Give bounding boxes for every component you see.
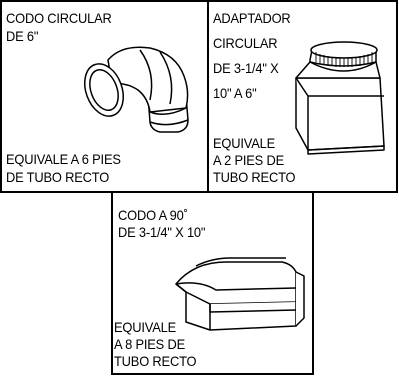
panel-elbow-rect-border xyxy=(111,191,314,375)
round-elbow-illustration xyxy=(83,46,189,133)
adapter-title-line2: CIRCULAR xyxy=(213,35,278,51)
rect-elbow-equiv-line1: EQUIVALE xyxy=(114,318,176,336)
round-elbow-equiv-line2: DE TUBO RECTO xyxy=(6,169,110,185)
adapter-equiv-line1: EQUIVALE xyxy=(213,134,275,152)
rect-elbow-illustration xyxy=(175,257,305,331)
round-elbow-title-line2: DE 6" xyxy=(6,28,39,44)
round-elbow-equiv-line1: EQUIVALE A 6 PIES xyxy=(6,151,121,167)
adapter-title-line3: DE 3-1/4" X xyxy=(213,60,279,76)
rect-elbow-title-line1: CODO A 90˚ xyxy=(118,207,188,223)
rect-elbow-equiv-line3: TUBO RECTO xyxy=(114,352,197,370)
adapter-equiv-line2: A 2 PIES DE xyxy=(213,151,285,169)
round-elbow-title-line1: CODO CIRCULAR xyxy=(6,10,112,26)
rect-elbow-title-line2: DE 3-1/4" X 10" xyxy=(118,224,206,240)
rect-elbow-equiv-line2: A 8 PIES DE xyxy=(114,335,186,353)
adapter-title-line4: 10" A 6" xyxy=(213,85,257,101)
adapter-illustration xyxy=(295,41,385,155)
collar-ribs xyxy=(315,52,373,67)
adapter-title-line1: ADAPTADOR xyxy=(213,10,291,26)
adapter-equiv-line3: TUBO RECTO xyxy=(213,168,296,186)
